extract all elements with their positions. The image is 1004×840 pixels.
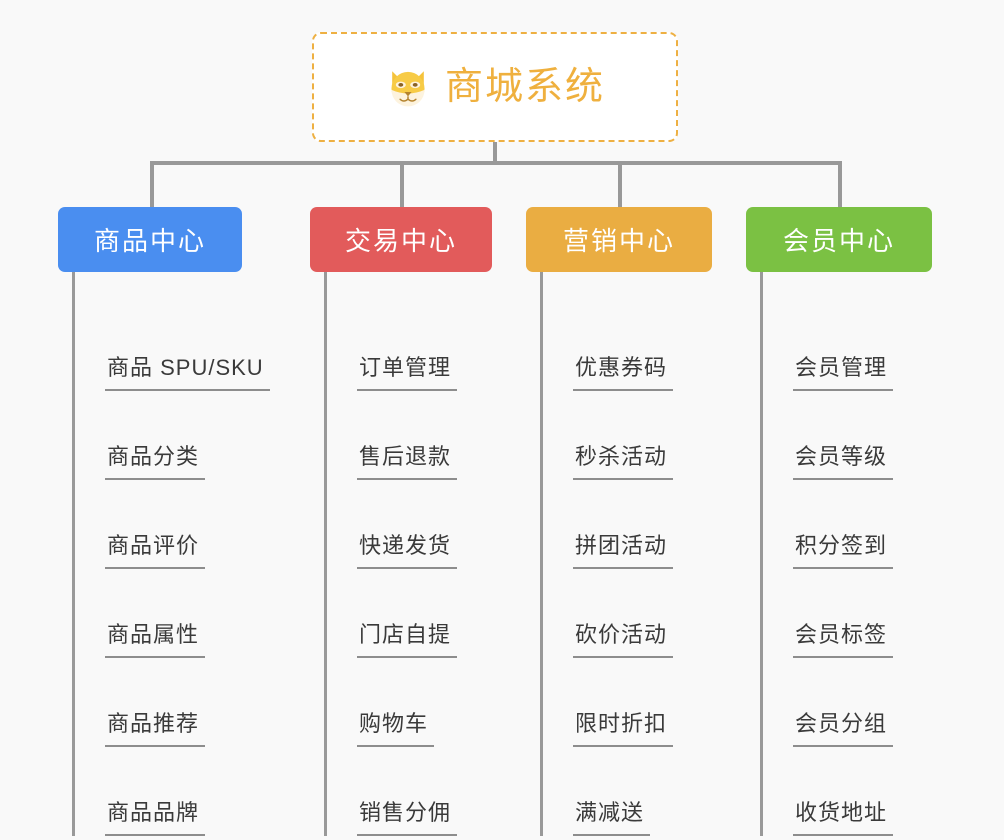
leaf-label: 销售分佣 xyxy=(357,795,458,836)
leaf-label: 购物车 xyxy=(357,706,435,747)
connector-drop-3 xyxy=(618,161,622,207)
category-header-product[interactable]: 商品中心 xyxy=(58,207,242,272)
list-item[interactable]: 秒杀活动 xyxy=(543,391,746,480)
list-item[interactable]: 会员分组 xyxy=(763,658,966,747)
leaf-label: 砍价活动 xyxy=(573,617,674,658)
list-item[interactable]: 快递发货 xyxy=(327,480,530,569)
leaf-label: 商品品牌 xyxy=(105,795,206,836)
branch-column-member: 会员中心 会员管理 会员等级 积分签到 会员标签 会员分组 收货地址 xyxy=(746,207,966,836)
branch-column-product: 商品中心 商品 SPU/SKU 商品分类 商品评价 商品属性 商品推荐 商品品牌 xyxy=(58,207,298,836)
list-item[interactable]: 会员管理 xyxy=(763,302,966,391)
leaf-label: 商品分类 xyxy=(105,439,206,480)
connector-root-stem xyxy=(493,142,497,164)
leaf-label: 商品评价 xyxy=(105,528,206,569)
leaf-label: 商品 SPU/SKU xyxy=(105,350,270,391)
category-header-trade[interactable]: 交易中心 xyxy=(310,207,492,272)
list-item[interactable]: 商品推荐 xyxy=(75,658,298,747)
leaf-rail-trade: 订单管理 售后退款 快递发货 门店自提 购物车 销售分佣 xyxy=(324,272,530,836)
list-item[interactable]: 拼团活动 xyxy=(543,480,746,569)
category-header-member[interactable]: 会员中心 xyxy=(746,207,932,272)
leaf-label: 拼团活动 xyxy=(573,528,674,569)
connector-horizontal-bar xyxy=(150,161,842,165)
list-item[interactable]: 购物车 xyxy=(327,658,530,747)
leaf-rail-marketing: 优惠券码 秒杀活动 拼团活动 砍价活动 限时折扣 满减送 xyxy=(540,272,746,836)
leaf-label: 门店自提 xyxy=(357,617,458,658)
leaf-label: 快递发货 xyxy=(357,528,458,569)
leaf-label: 限时折扣 xyxy=(573,706,674,747)
list-item[interactable]: 订单管理 xyxy=(327,302,530,391)
root-title: 商城系统 xyxy=(444,66,605,108)
leaf-label: 商品推荐 xyxy=(105,706,206,747)
leaf-label: 会员分组 xyxy=(793,706,894,747)
leaf-label: 秒杀活动 xyxy=(573,439,674,480)
shiba-dog-face-icon xyxy=(391,71,425,107)
leaf-label: 会员等级 xyxy=(793,439,894,480)
connector-drop-4 xyxy=(838,161,842,207)
list-item[interactable]: 收货地址 xyxy=(763,747,966,836)
list-item[interactable]: 门店自提 xyxy=(327,569,530,658)
category-label: 商品中心 xyxy=(93,226,206,256)
category-label: 会员中心 xyxy=(782,226,895,256)
list-item[interactable]: 售后退款 xyxy=(327,391,530,480)
category-label: 交易中心 xyxy=(344,226,457,256)
connector-drop-1 xyxy=(150,161,154,207)
list-item[interactable]: 会员标签 xyxy=(763,569,966,658)
leaf-rail-member: 会员管理 会员等级 积分签到 会员标签 会员分组 收货地址 xyxy=(760,272,966,836)
leaf-rail-product: 商品 SPU/SKU 商品分类 商品评价 商品属性 商品推荐 商品品牌 xyxy=(72,272,298,836)
leaf-label: 会员管理 xyxy=(793,350,894,391)
list-item[interactable]: 限时折扣 xyxy=(543,658,746,747)
connector-drop-2 xyxy=(400,161,404,207)
branch-column-trade: 交易中心 订单管理 售后退款 快递发货 门店自提 购物车 销售分佣 xyxy=(310,207,530,836)
leaf-label: 订单管理 xyxy=(357,350,458,391)
root-node-mall-system[interactable]: 商城系统 xyxy=(312,32,678,142)
list-item[interactable]: 商品品牌 xyxy=(75,747,298,836)
leaf-label: 售后退款 xyxy=(357,439,458,480)
list-item[interactable]: 积分签到 xyxy=(763,480,966,569)
list-item[interactable]: 商品分类 xyxy=(75,391,298,480)
leaf-label: 优惠券码 xyxy=(573,350,674,391)
list-item[interactable]: 商品 SPU/SKU xyxy=(75,302,298,391)
category-header-marketing[interactable]: 营销中心 xyxy=(526,207,712,272)
list-item[interactable]: 商品评价 xyxy=(75,480,298,569)
leaf-label: 收货地址 xyxy=(793,795,894,836)
list-item[interactable]: 砍价活动 xyxy=(543,569,746,658)
branch-column-marketing: 营销中心 优惠券码 秒杀活动 拼团活动 砍价活动 限时折扣 满减送 xyxy=(526,207,746,836)
list-item[interactable]: 满减送 xyxy=(543,747,746,836)
category-label: 营销中心 xyxy=(562,226,675,256)
list-item[interactable]: 优惠券码 xyxy=(543,302,746,391)
leaf-label: 商品属性 xyxy=(105,617,206,658)
list-item[interactable]: 销售分佣 xyxy=(327,747,530,836)
leaf-label: 满减送 xyxy=(573,795,651,836)
leaf-label: 积分签到 xyxy=(793,528,894,569)
leaf-label: 会员标签 xyxy=(793,617,894,658)
list-item[interactable]: 会员等级 xyxy=(763,391,966,480)
list-item[interactable]: 商品属性 xyxy=(75,569,298,658)
